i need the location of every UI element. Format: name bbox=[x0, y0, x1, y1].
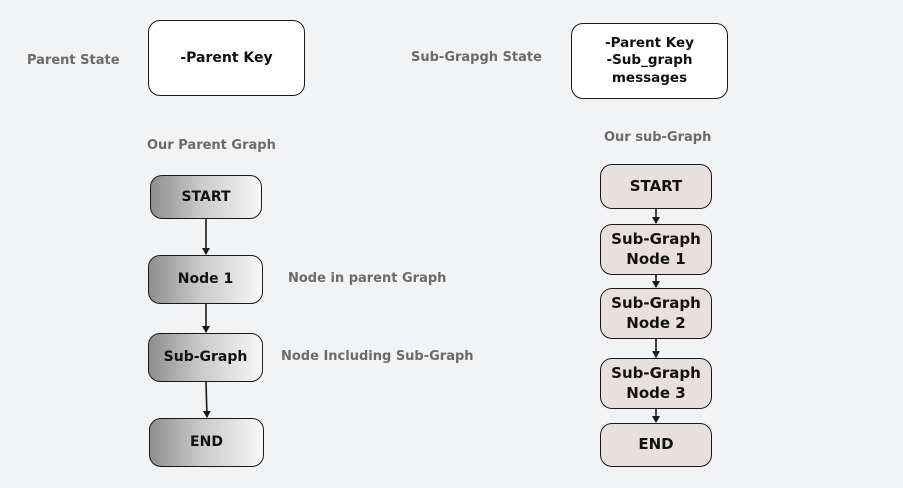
sub-start-node: START bbox=[600, 164, 712, 209]
sub-node-3: Sub-Graph Node 3 bbox=[600, 358, 712, 409]
sub-state-key-parent: -Parent Key bbox=[604, 34, 694, 51]
sub-end-label: END bbox=[638, 435, 674, 454]
sub-end-node: END bbox=[600, 423, 712, 467]
subgraph-annotation: Node Including Sub-Graph bbox=[281, 349, 474, 364]
sub-node-2: Sub-Graph Node 2 bbox=[600, 288, 712, 339]
sub-state-key-messages: -Sub_graph messages bbox=[606, 52, 693, 86]
parent-subgraph-label: Sub-Graph bbox=[163, 349, 248, 366]
parent-state-label: Parent State bbox=[27, 53, 120, 68]
parent-node-1: Node 1 bbox=[148, 255, 263, 304]
parent-state-box: -Parent Key bbox=[148, 20, 305, 96]
parent-node-1-label: Node 1 bbox=[177, 271, 234, 288]
sub-node-1: Sub-Graph Node 1 bbox=[600, 224, 712, 275]
sub-state-label: Sub-Grapgh State bbox=[411, 50, 542, 65]
parent-start-node: START bbox=[150, 175, 262, 219]
parent-subgraph-node: Sub-Graph bbox=[148, 333, 263, 382]
parent-graph-title: Our Parent Graph bbox=[147, 138, 276, 153]
parent-start-label: START bbox=[181, 188, 231, 205]
parent-end-node: END bbox=[149, 418, 264, 467]
sub-start-label: START bbox=[629, 176, 683, 195]
sub-node-2-line1: Sub-Graph bbox=[611, 294, 701, 312]
parent-state-keys: -Parent Key bbox=[180, 49, 273, 66]
arrow-parent-subgraph-to-end bbox=[202, 381, 211, 418]
sub-node-1-line2: Node 1 bbox=[626, 249, 686, 268]
parent-end-label: END bbox=[190, 434, 223, 451]
sub-state-box: -Parent Key -Sub_graph messages bbox=[571, 23, 728, 99]
sub-node-2-line2: Node 2 bbox=[626, 313, 686, 332]
node1-annotation: Node in parent Graph bbox=[288, 271, 447, 286]
sub-node-1-line1: Sub-Graph bbox=[611, 230, 701, 248]
sub-node-3-line2: Node 3 bbox=[626, 383, 686, 402]
sub-node-3-line1: Sub-Graph bbox=[611, 364, 701, 382]
sub-graph-title: Our sub-Graph bbox=[604, 130, 712, 145]
